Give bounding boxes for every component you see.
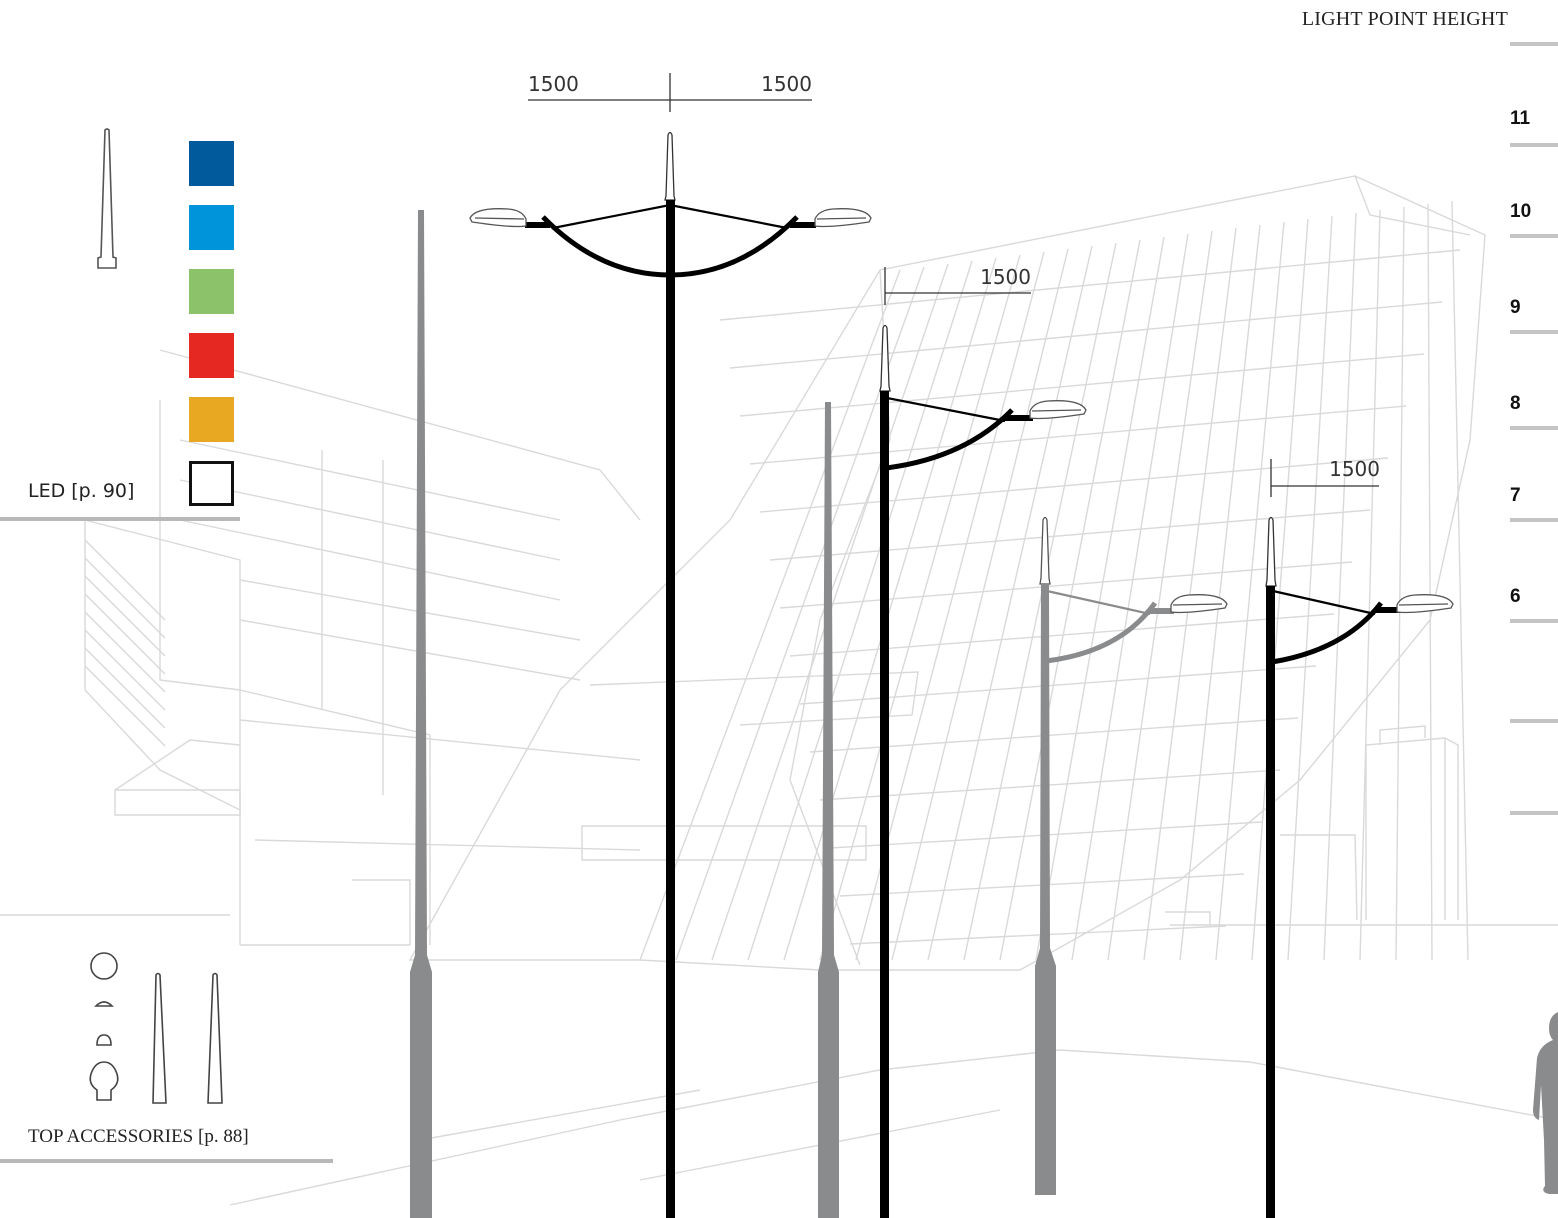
dimension-label-right-pole: 1500 (1329, 457, 1380, 481)
height-mark-7: 7 (1510, 485, 1521, 506)
luminaire (1396, 594, 1454, 614)
luminaire (1029, 400, 1087, 420)
led-swatch-dark-blue (189, 141, 234, 186)
dimension-lines (528, 73, 1379, 497)
height-mark-9: 9 (1510, 297, 1521, 318)
spike-top-icon (152, 972, 167, 1104)
globe-top-icon (90, 952, 118, 980)
grey-pole-plain-1 (410, 210, 432, 1218)
height-mark-6: 6 (1510, 586, 1521, 607)
height-mark-10: 10 (1510, 201, 1532, 222)
dimension-label-left: 1500 (528, 72, 579, 96)
background-building-sketch (0, 175, 1558, 1206)
spike-top-icon-2 (207, 972, 223, 1104)
led-swatch-amber (189, 397, 234, 442)
bulb-top-icon (89, 1061, 119, 1101)
height-mark-11: 11 (1510, 108, 1531, 129)
luminaire (1170, 594, 1228, 614)
dimension-label-mid: 1500 (980, 265, 1031, 289)
top-accessories-icons (89, 952, 223, 1104)
spike-top (664, 131, 676, 201)
dome-cap-icon (96, 1034, 112, 1046)
height-mark-8: 8 (1510, 393, 1521, 414)
human-silhouette (1533, 1012, 1558, 1194)
cap-small-icon (94, 1001, 114, 1007)
light-point-height-title: LIGHT POINT HEIGHT (1301, 8, 1508, 30)
led-sample-pole (97, 128, 117, 269)
luminaire-left (469, 208, 527, 228)
led-swatch-red (189, 333, 234, 378)
double-arm-pole (469, 131, 872, 1218)
dimension-label-right: 1500 (761, 72, 812, 96)
single-arm-pole-black-2 (1265, 516, 1454, 1218)
led-swatch-light-blue (189, 205, 234, 250)
luminaire-right (814, 208, 872, 228)
single-arm-pole-black-1 (879, 324, 1087, 1218)
grey-pole-plain-2 (818, 402, 839, 1218)
led-swatch-green (189, 269, 234, 314)
led-swatch-none (189, 461, 234, 506)
height-scale (1510, 42, 1558, 815)
single-arm-pole-grey (1035, 516, 1228, 1195)
top-accessories-label: TOP ACCESSORIES [p. 88] (28, 1126, 249, 1147)
led-label: LED [p. 90] (28, 480, 135, 502)
